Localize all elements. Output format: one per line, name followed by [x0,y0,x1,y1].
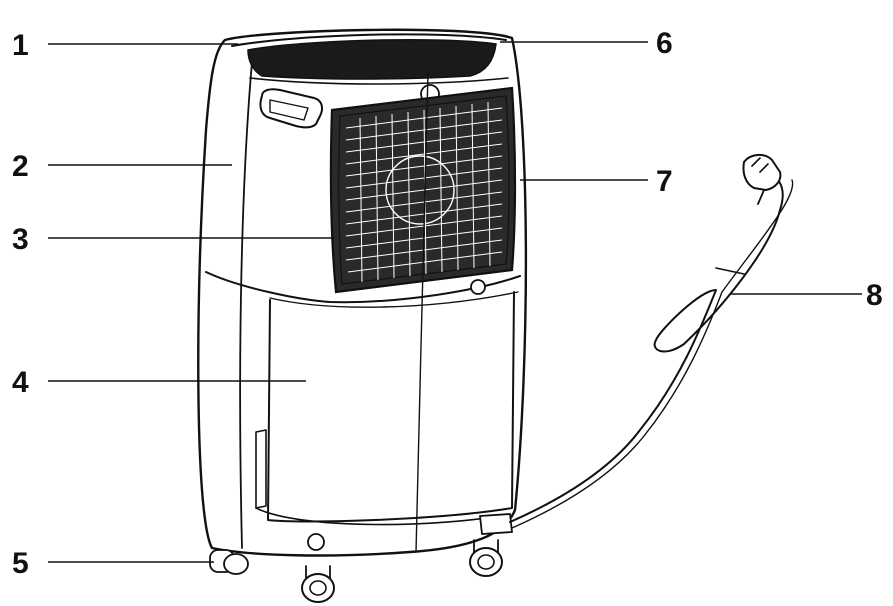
drain-outlet [307,533,325,551]
callout-8: 8 [866,279,883,312]
carry-handle [259,88,323,129]
top-air-outlet-inner [247,38,497,80]
power-cord-outer [511,179,794,529]
sensor-button [470,279,486,295]
power-plug [742,154,782,205]
cord-inlet [479,513,513,535]
callout-6: 6 [656,27,673,60]
callout-4: 4 [12,366,29,399]
carry-handle-inner [269,99,309,121]
callout-5: 5 [12,547,29,580]
callout-1: 1 [12,29,29,62]
body-split-line-2 [269,291,519,308]
callout-3: 3 [12,223,29,256]
water-tank [267,291,515,523]
grille-fan-hub [385,155,455,225]
appliance-illustration [197,28,794,603]
centre-seam [415,71,429,553]
callout-2: 2 [12,150,29,183]
caster-front-right [469,539,503,577]
caster-front-middle [301,565,335,603]
air-intake-grille-frame [338,95,510,285]
callout-7: 7 [656,165,673,198]
power-cord-loop [715,267,745,275]
top-air-outlet [231,33,507,47]
callout-numbers: 1 2 3 4 5 6 7 8 [12,27,883,580]
water-level-window [255,429,267,509]
leader-lines [48,41,862,563]
side-panel-seam [239,61,253,549]
caster-front-left [209,549,249,575]
top-panel-lip [249,77,509,85]
power-cord [509,173,784,523]
